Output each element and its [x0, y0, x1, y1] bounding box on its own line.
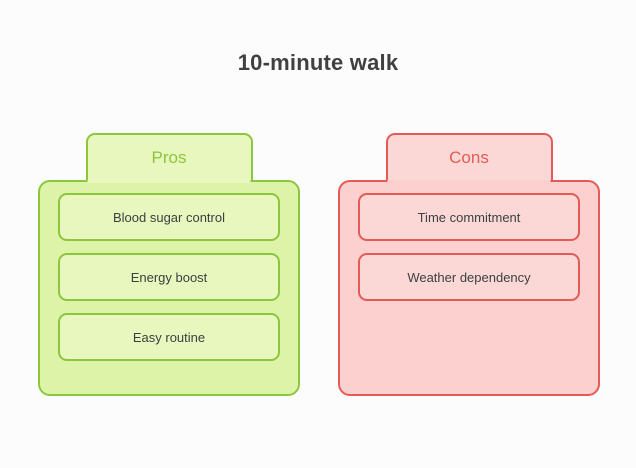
cons-panel: Time commitment Weather dependency — [338, 180, 600, 396]
list-item[interactable]: Weather dependency — [358, 253, 580, 301]
list-item[interactable]: Energy boost — [58, 253, 280, 301]
page-title: 10-minute walk — [237, 50, 399, 75]
list-item-label: Easy routine — [132, 329, 206, 345]
pros-column: Pros Blood sugar control Energy boost Ea… — [38, 133, 300, 396]
list-item[interactable]: Time commitment — [358, 193, 580, 241]
pros-panel: Blood sugar control Energy boost Easy ro… — [38, 180, 300, 396]
pros-heading-label: Pros — [151, 147, 187, 167]
cons-heading-label: Cons — [449, 147, 489, 167]
list-item-label: Time commitment — [417, 209, 521, 225]
list-item-label: Energy boost — [130, 269, 208, 285]
list-item[interactable]: Blood sugar control — [58, 193, 280, 241]
list-item-label: Weather dependency — [407, 269, 531, 285]
list-item-label: Blood sugar control — [112, 209, 225, 225]
list-item[interactable]: Easy routine — [58, 313, 280, 361]
cons-heading-tab: Cons — [385, 133, 553, 180]
cons-column: Cons Time commitment Weather dependency — [338, 133, 600, 396]
pros-heading-tab: Pros — [85, 133, 253, 180]
